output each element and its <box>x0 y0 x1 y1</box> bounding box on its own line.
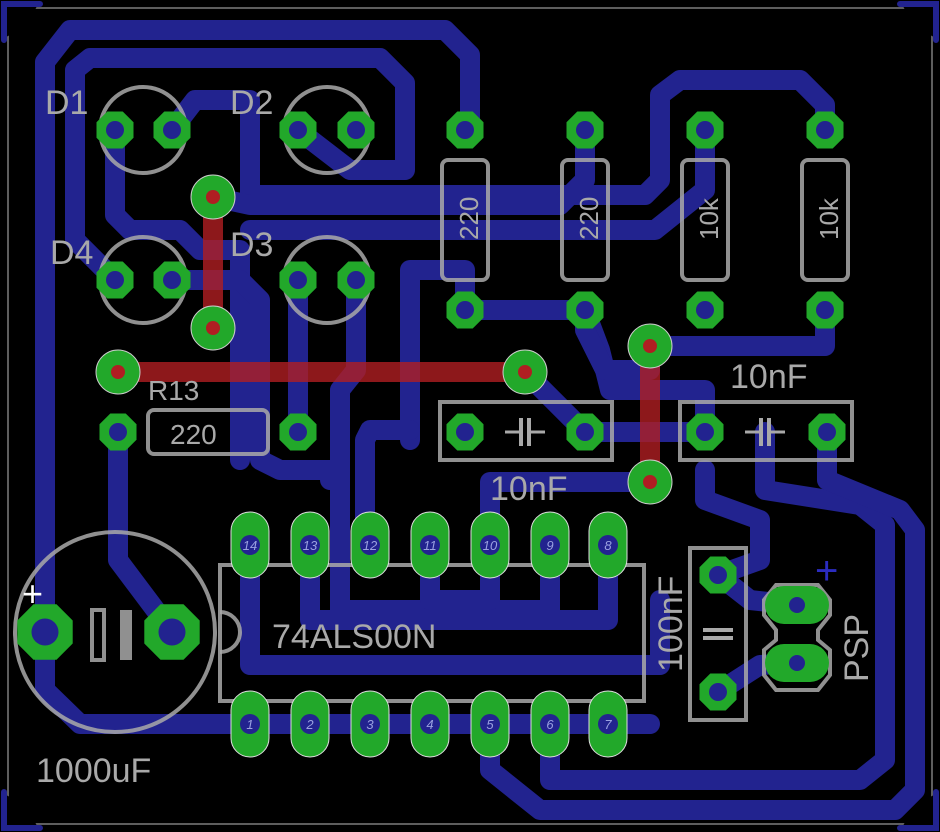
pad-drill <box>456 301 474 319</box>
c3-value: 100nF <box>652 576 690 672</box>
pad-drill <box>816 121 834 139</box>
pad-drill <box>109 423 127 441</box>
pad-drill <box>360 714 380 734</box>
pad-drill <box>347 271 365 289</box>
pad-drill <box>106 271 124 289</box>
pad-drill <box>289 271 307 289</box>
ic-pin-number: 1 <box>246 717 253 732</box>
pad-drill <box>420 535 440 555</box>
r3-value: 10k <box>694 197 724 240</box>
d2-label: D2 <box>230 84 273 122</box>
ic-pin-number: 9 <box>546 538 553 553</box>
r4-value: 10k <box>814 197 844 240</box>
connector-plus: + <box>815 549 838 593</box>
board-outline <box>7 7 933 825</box>
pad-drill <box>816 301 834 319</box>
r13-name: R13 <box>148 375 199 406</box>
pad-drill <box>289 121 307 139</box>
pad-drill <box>576 121 594 139</box>
via-drill <box>643 475 657 489</box>
pad-drill <box>696 121 714 139</box>
pad-drill <box>300 714 320 734</box>
c1-value: 10nF <box>490 470 568 508</box>
pad-drill <box>576 301 594 319</box>
via-drill <box>206 190 220 204</box>
pad-drill <box>789 597 805 613</box>
pad-drill <box>347 121 365 139</box>
pad-drill <box>576 423 594 441</box>
ic-value: 74ALS00N <box>272 618 436 656</box>
pad-drill <box>789 655 805 671</box>
pad-drill <box>360 535 380 555</box>
pad-drill <box>456 423 474 441</box>
ic-pin-number: 10 <box>483 538 498 553</box>
pad-drill <box>540 714 560 734</box>
ic-pin-number: 2 <box>305 717 314 732</box>
pad-drill <box>240 714 260 734</box>
pad-drill <box>456 121 474 139</box>
pad-drill <box>163 271 181 289</box>
pad-drill <box>158 618 186 646</box>
ic-pin-number: 12 <box>363 538 378 553</box>
c2-value: 10nF <box>730 358 808 396</box>
via-drill <box>111 365 125 379</box>
via-drill <box>643 339 657 353</box>
pad-drill <box>163 121 181 139</box>
r1-value: 220 <box>454 197 484 240</box>
pad-drill <box>598 535 618 555</box>
pad-drill <box>709 566 727 584</box>
pad-drill <box>300 535 320 555</box>
d4-label: D4 <box>50 234 93 272</box>
ic-pin-number: 5 <box>486 717 494 732</box>
pad-drill <box>31 618 59 646</box>
ic-pin-number: 3 <box>366 717 374 732</box>
ic-pin-number: 8 <box>604 538 612 553</box>
ic-pin-number: 11 <box>423 538 437 553</box>
pad-drill <box>289 423 307 441</box>
pad-drill <box>480 535 500 555</box>
pad-drill <box>598 714 618 734</box>
d1-label: D1 <box>45 84 88 122</box>
ic-pin-number: 6 <box>546 717 554 732</box>
d3-label: D3 <box>230 226 273 264</box>
ic-pin-number: 4 <box>426 717 433 732</box>
pad-drill <box>480 714 500 734</box>
pad-drill <box>818 423 836 441</box>
via-drill <box>206 321 220 335</box>
connector-name: PSP <box>838 614 876 682</box>
r2-value: 220 <box>574 197 604 240</box>
ic-pin-number: 7 <box>604 717 612 732</box>
r13-value: 220 <box>170 419 217 450</box>
cap-value: 1000uF <box>36 752 151 790</box>
cap-plus: + <box>22 573 43 614</box>
pad-drill <box>709 683 727 701</box>
pad-drill <box>106 121 124 139</box>
pad-drill <box>540 535 560 555</box>
via-drill <box>518 365 532 379</box>
ic-pin-number: 13 <box>303 538 318 553</box>
ic-pin-number: 14 <box>243 538 257 553</box>
pads <box>17 111 846 758</box>
pad-drill <box>696 301 714 319</box>
pad-drill <box>240 535 260 555</box>
pad-drill <box>696 423 714 441</box>
pad-drill <box>420 714 440 734</box>
